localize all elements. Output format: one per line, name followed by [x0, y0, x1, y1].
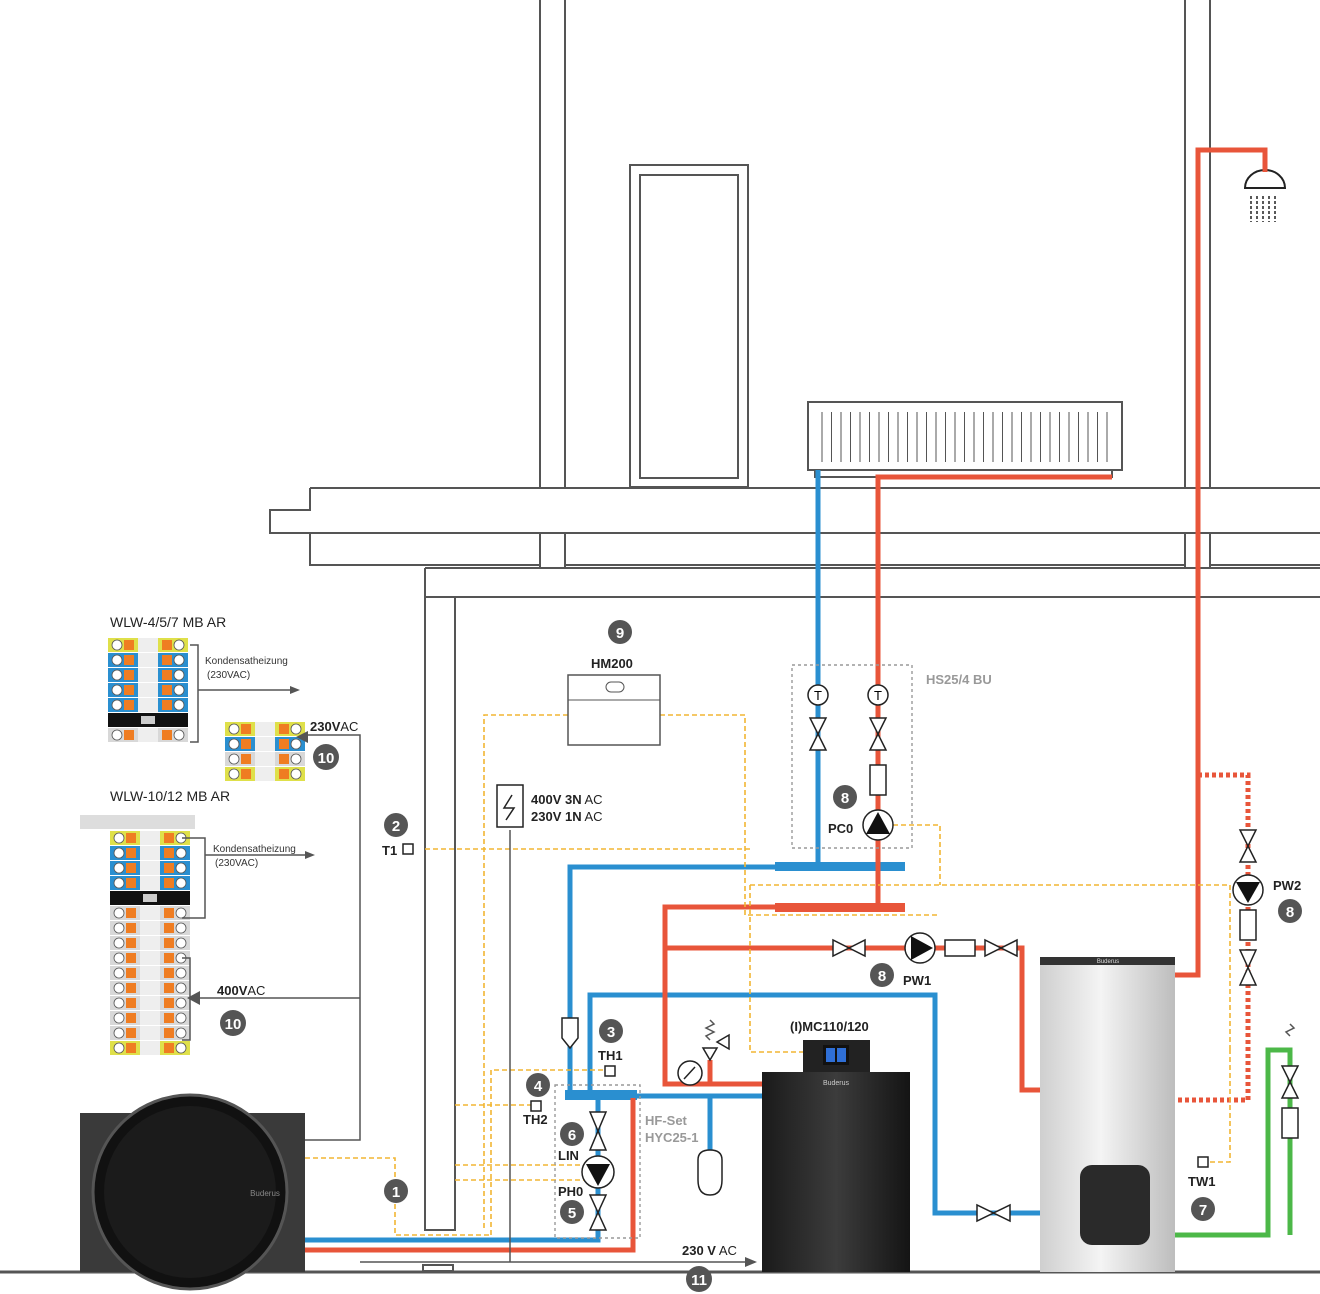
brand-logo: Buderus [823, 1080, 850, 1087]
hf-set-group-box [554, 1084, 641, 1239]
outdoor-heat-pump-unit: Buderus [80, 1093, 305, 1291]
badge-10-400v: 10 [220, 1010, 246, 1036]
badge-5: 5 [560, 1200, 584, 1224]
badge-7: 7 [1191, 1197, 1215, 1221]
hm200-module [567, 674, 661, 746]
controller-display[interactable] [803, 1040, 870, 1072]
power-supply-box [496, 784, 524, 828]
t1-label: T1 [382, 843, 397, 858]
terminal-wires [182, 644, 757, 1267]
heater-voltage: (230VAC) [215, 858, 258, 869]
hf-set-model-label: HYC25-1 [645, 1130, 698, 1145]
terminal-block-small-series [108, 638, 188, 742]
badge-3: 3 [599, 1019, 623, 1043]
supply-230-label: 230VAC [310, 719, 358, 734]
badge-8-pw2: 8 [1278, 899, 1302, 923]
svg-text:2: 2 [392, 818, 400, 835]
terminal-block-large-series [80, 815, 195, 1055]
power-line-2: 230V 1N AC [531, 809, 603, 824]
svg-text:10: 10 [225, 1016, 242, 1033]
th2-label: TH2 [523, 1112, 548, 1127]
lin-label: LIN [558, 1148, 579, 1163]
expansion-vessel-icon [697, 1149, 723, 1196]
main-power-label: 230 V AC [682, 1243, 737, 1258]
supply-400-label: 400VAC [217, 983, 265, 998]
svg-text:5: 5 [568, 1205, 576, 1222]
indoor-unit-boiler: Buderus [762, 1072, 910, 1272]
tw1-label: TW1 [1188, 1174, 1215, 1189]
pw2-label: PW2 [1273, 878, 1301, 893]
ph0-label: PH0 [558, 1184, 583, 1199]
svg-text:8: 8 [878, 968, 886, 985]
thermometer-icon: T T [807, 684, 889, 706]
controller-label: (I)MC110/120 [790, 1019, 869, 1034]
shower-head-icon [1243, 169, 1287, 222]
labels: WLW-4/5/7 MB AR Kondensatheizung (230VAC… [110, 614, 1301, 1258]
filter-icon [561, 1017, 579, 1050]
badge-8-pc0: 8 [833, 785, 857, 809]
th1-label: TH1 [598, 1048, 623, 1063]
svg-text:3: 3 [607, 1024, 615, 1041]
svg-text:T: T [874, 688, 882, 703]
pw1-label: PW1 [903, 973, 931, 988]
badge-2: 2 [384, 813, 408, 837]
hot-water-tank: Buderus [1040, 957, 1175, 1272]
badge-6: 6 [560, 1122, 584, 1146]
svg-text:7: 7 [1199, 1202, 1207, 1219]
check-valve-icon [869, 764, 1299, 1139]
svg-text:10: 10 [318, 750, 335, 767]
small-series-title: WLW-4/5/7 MB AR [110, 614, 226, 630]
heater-label: Kondensatheizung [205, 656, 288, 667]
brand-logo: Buderus [1097, 959, 1119, 965]
hf-set-label: HF-Set [645, 1113, 688, 1128]
brand-logo: Buderus [250, 1189, 280, 1198]
pressure-gauge-icon [677, 1060, 703, 1086]
svg-text:T: T [814, 688, 822, 703]
badge-10-230v: 10 [313, 744, 339, 770]
badge-1: 1 [384, 1179, 408, 1203]
badge-9: 9 [608, 620, 632, 644]
safety-valve-icon [701, 1019, 1296, 1062]
power-line-1: 400V 3N AC [531, 792, 603, 807]
svg-text:1: 1 [392, 1184, 400, 1201]
hs25-group-box [791, 664, 913, 849]
badge-4: 4 [526, 1073, 550, 1097]
pc0-label: PC0 [828, 821, 853, 836]
svg-text:4: 4 [534, 1078, 543, 1095]
heater-voltage: (230VAC) [207, 670, 250, 681]
temperature-sensor-icon [402, 843, 1209, 1168]
radiator [807, 401, 1123, 478]
heater-label: Kondensatheizung [213, 844, 296, 855]
terminal-block-extra [225, 722, 305, 781]
badge-11: 11 [686, 1266, 712, 1292]
window [629, 164, 749, 488]
badge-8-pw1: 8 [870, 963, 894, 987]
valve-icon [588, 717, 1300, 1231]
hm200-label: HM200 [591, 656, 633, 671]
svg-text:11: 11 [691, 1272, 707, 1289]
svg-text:9: 9 [616, 625, 624, 642]
large-series-title: WLW-10/12 MB AR [110, 788, 230, 804]
pump-icon [581, 809, 1264, 1189]
svg-text:8: 8 [1286, 904, 1294, 921]
hs25-label: HS25/4 BU [926, 672, 992, 687]
svg-text:6: 6 [568, 1127, 576, 1144]
svg-text:8: 8 [841, 790, 849, 807]
